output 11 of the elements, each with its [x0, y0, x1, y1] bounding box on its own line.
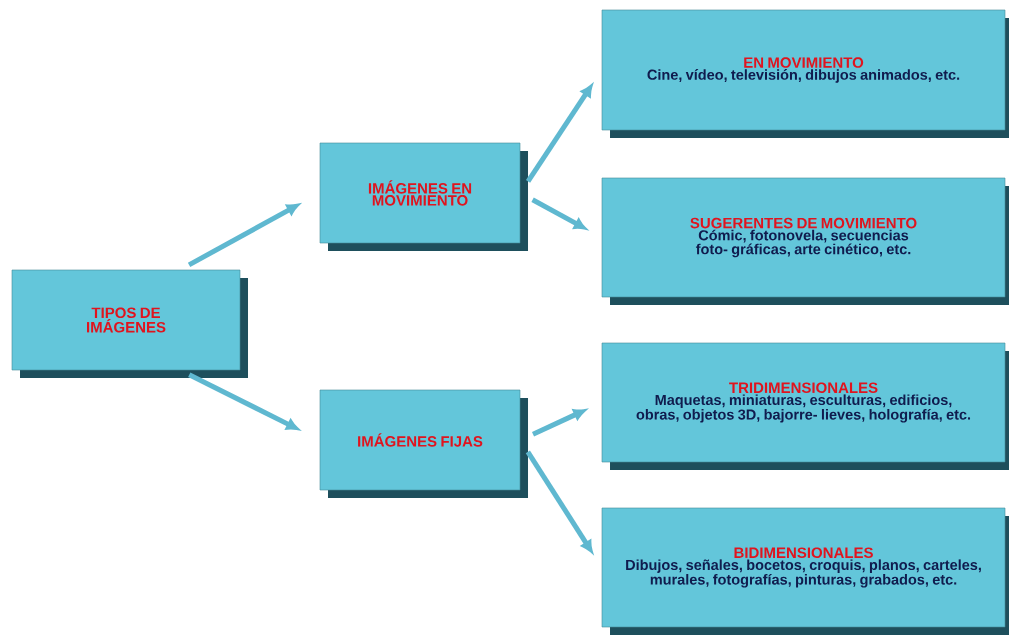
arrow — [525, 450, 593, 553]
arrow — [188, 372, 299, 431]
box: TRIDIMENSIONALES Maquetas, miniaturas, esculturas, edificios, obras, objetos 3D, bajorre- lieves, holografía, etc. — [601, 342, 1009, 470]
box: EN MOVIMIENTO Cine, vídeo, televisión, dibujos animados, etc. — [601, 9, 1009, 138]
arrow — [525, 84, 593, 183]
box: TIPOS DE IMÁGENES — [11, 269, 248, 378]
box: BIDIMENSIONALES Dibujos, señales, bocetos, croquis, planos, carteles, murales, fotografías, pinturas, grabados, etc. — [601, 507, 1009, 635]
box: SUGERENTES DE MOVIMIENTO Cómic, fotonovela, secuencias foto- gráficas, arte cinético, etc. — [601, 177, 1009, 305]
box: IMÁGENES EN MOVIMIENTO — [319, 142, 528, 251]
box: IMÁGENES FIJAS — [319, 389, 528, 498]
arrow — [187, 203, 299, 268]
